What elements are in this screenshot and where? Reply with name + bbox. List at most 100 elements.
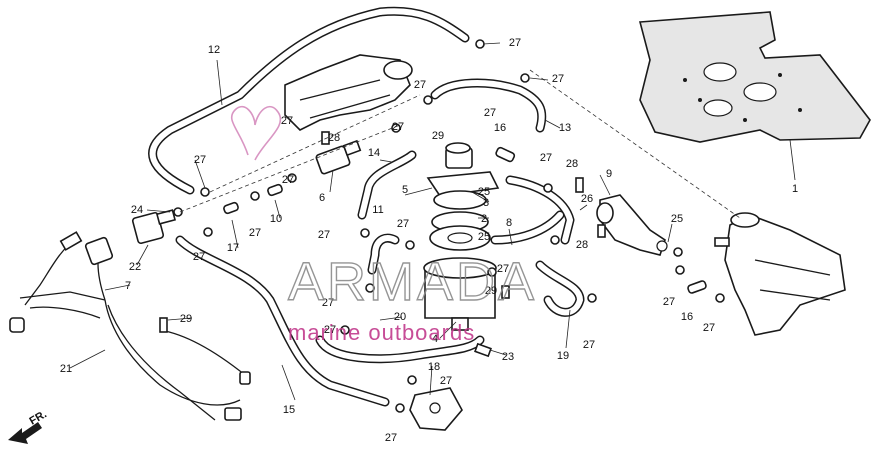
- callout-3: 3: [483, 197, 489, 209]
- leader-line: [508, 228, 513, 246]
- callout-25: 25: [671, 213, 683, 225]
- watermark-brand: ARMADA: [288, 252, 537, 312]
- callout-11: 11: [372, 204, 383, 216]
- callout-5: 5: [402, 184, 408, 196]
- callout-27: 27: [281, 115, 293, 127]
- callout-16: 16: [681, 311, 693, 323]
- callout-25: 25: [478, 186, 490, 198]
- leader-line: [167, 317, 193, 321]
- front-direction-label: FR.: [28, 408, 49, 427]
- leader-line: [482, 42, 501, 45]
- callout-18: 18: [428, 361, 440, 373]
- leader-line: [579, 204, 588, 211]
- callout-24: 24: [131, 204, 143, 216]
- leader-line: [439, 321, 457, 339]
- callout-22: 22: [129, 261, 141, 273]
- callout-19: 19: [557, 350, 569, 362]
- leader-line: [104, 284, 131, 291]
- callout-27: 27: [282, 174, 294, 186]
- callout-9: 9: [606, 168, 612, 180]
- callout-27: 27: [440, 375, 452, 387]
- callout-28: 28: [566, 158, 578, 170]
- callout-21: 21: [60, 363, 72, 375]
- watermark: ARMADA marine outboards: [230, 105, 537, 345]
- callout-20: 20: [394, 311, 406, 323]
- callout-27: 27: [193, 251, 205, 263]
- bracket-18: [409, 387, 463, 431]
- callout-7: 7: [125, 280, 131, 292]
- reference-lines: [179, 69, 741, 219]
- callout-27: 27: [414, 79, 426, 91]
- callout-27: 27: [194, 154, 206, 166]
- hose-12: [148, 6, 470, 195]
- callout-27: 27: [385, 432, 397, 444]
- front-direction-marker: [8, 422, 42, 444]
- callout-26: 26: [581, 193, 593, 205]
- leader-line: [146, 209, 171, 213]
- callout-27: 27: [703, 322, 715, 334]
- leader-line: [231, 219, 239, 249]
- leader-line: [544, 119, 561, 129]
- callout-17: 17: [227, 242, 239, 254]
- callout-28: 28: [328, 132, 340, 144]
- hose-19: [535, 260, 585, 317]
- watermark-heart-icon: [230, 105, 282, 161]
- intake-manifold-top: [284, 54, 413, 131]
- callout-27: 27: [583, 339, 595, 351]
- callout-2: 2: [481, 213, 487, 225]
- intake-manifold-right: [724, 212, 846, 336]
- callout-27: 27: [540, 152, 552, 164]
- callout-4: 4: [432, 333, 438, 345]
- callout-27: 27: [392, 121, 404, 133]
- callout-6: 6: [319, 192, 325, 204]
- leader-line: [194, 159, 206, 189]
- solenoid-valve: [315, 139, 362, 175]
- leader-line: [529, 77, 549, 81]
- hose-11: [367, 233, 400, 275]
- callout-27: 27: [318, 229, 330, 241]
- leader-line: [565, 309, 571, 349]
- leader-line: [471, 191, 490, 203]
- hose-connector: [490, 175, 575, 245]
- leader-line: [379, 316, 403, 321]
- callout-29: 29: [485, 285, 497, 297]
- fitting-9: [596, 194, 668, 256]
- leader-line: [216, 59, 223, 106]
- callout-8: 8: [506, 217, 512, 229]
- leader-line: [69, 349, 106, 369]
- callout-27: 27: [484, 107, 496, 119]
- wire-harness: [9, 231, 251, 421]
- leader-line: [599, 174, 611, 196]
- callout-23: 23: [502, 351, 514, 363]
- callout-14: 14: [368, 147, 380, 159]
- callout-1: 1: [792, 183, 798, 195]
- leader-line: [429, 365, 433, 396]
- leader-line: [136, 244, 149, 266]
- leader-line: [667, 223, 673, 243]
- callout-labels: 1234567891011121314151617181920212223242…: [60, 37, 798, 444]
- callout-29: 29: [432, 130, 444, 142]
- base-plate: [638, 11, 871, 143]
- callout-27: 27: [397, 218, 409, 230]
- callout-27: 27: [249, 227, 261, 239]
- callout-15: 15: [283, 404, 295, 416]
- callout-27: 27: [322, 297, 334, 309]
- callout-13: 13: [559, 122, 571, 134]
- sensor-22: [131, 209, 177, 245]
- watermark-tagline: marine outboards: [288, 320, 475, 345]
- hose-13: [430, 78, 547, 133]
- callout-25: 25: [478, 231, 490, 243]
- leader-line: [379, 159, 393, 163]
- callout-28: 28: [576, 239, 588, 251]
- leader-line: [404, 187, 433, 196]
- callout-27: 27: [497, 263, 509, 275]
- hose-20: [315, 335, 485, 364]
- leader-line: [329, 169, 334, 193]
- leader-line: [489, 349, 507, 356]
- callout-27: 27: [509, 37, 521, 49]
- fasteners: [159, 39, 730, 413]
- hose-14: [357, 150, 417, 220]
- leader-line: [281, 364, 296, 401]
